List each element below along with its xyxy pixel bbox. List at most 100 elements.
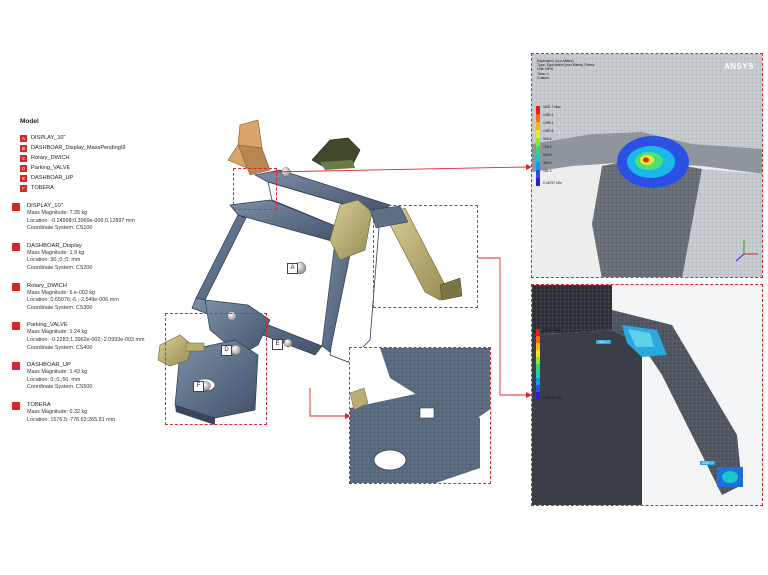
legend-key: C bbox=[20, 154, 27, 162]
highlight-box-column bbox=[165, 313, 267, 425]
scale-label: 906.5 bbox=[543, 137, 552, 141]
result-unit: Unit: MPa bbox=[537, 67, 553, 72]
point-mass-cs: Coordinate System: CS500 bbox=[27, 384, 93, 391]
legend-item-tobera[interactable]: F TOBERA bbox=[20, 183, 126, 193]
point-mass-dashboard-up[interactable]: DASHBOAR_UP Mass Magnitude: 1.43 kg Loca… bbox=[10, 361, 160, 392]
axis-triad bbox=[735, 240, 758, 262]
scale-label: 1450.4 bbox=[543, 113, 554, 117]
point-mass-rotary[interactable]: Rotary_DWICH Mass Magnitude: 6.e-002 kg … bbox=[10, 282, 160, 313]
point-mass-parking-valve[interactable]: Parking_VALVE Mass Magnitude: 1.24 kg Lo… bbox=[10, 321, 160, 352]
point-mass-name: DASHBOAR_Display bbox=[27, 242, 82, 249]
scale-label: 181.3 bbox=[543, 169, 552, 173]
scale-min-label: 0.46757 Min bbox=[543, 396, 562, 400]
point-mass-magnitude: Mass Magnitude: 7.35 kg bbox=[27, 210, 88, 216]
stress-inset-bottom: 1631.7 Max 0.46757 Min 1631.7 1452.3 bbox=[531, 284, 763, 506]
point-label-e[interactable]: E bbox=[272, 339, 283, 350]
result-time: Time: 1 bbox=[537, 71, 549, 76]
legend-label: DASHBOAR_UP bbox=[31, 175, 74, 181]
point-mass-icon bbox=[12, 322, 20, 331]
connector-arrowheads bbox=[345, 164, 532, 419]
result-title: Equivalent (von-Mises) bbox=[537, 59, 574, 63]
point-mass-name: TOBERA bbox=[27, 401, 51, 408]
zoom-inset-column bbox=[349, 347, 491, 484]
legend-label: Rotary_DWICH bbox=[31, 155, 70, 161]
legend-key: D bbox=[20, 164, 27, 172]
point-mass-cs: Coordinate System: CS100 bbox=[27, 225, 93, 232]
probe-tag-2: 1452.3 bbox=[700, 461, 715, 465]
column-mesh-view bbox=[350, 348, 490, 483]
legend-key: E bbox=[20, 174, 27, 182]
point-mass-icon bbox=[12, 203, 20, 211]
scale-label: 1269.1 bbox=[543, 121, 554, 125]
scale-label: 725.2 bbox=[543, 145, 552, 149]
legend-label: Parking_VALVE bbox=[31, 165, 71, 171]
point-mass-magnitude: Mass Magnitude: 1.24 kg bbox=[27, 329, 88, 336]
legend-item-dashboard-display[interactable]: B DASHBOAR_Display_MassPending\9 bbox=[20, 143, 126, 153]
legend-label: DISPLAY_10" bbox=[31, 135, 66, 141]
highlight-box-right bbox=[373, 205, 478, 308]
point-mass-icon bbox=[12, 362, 20, 371]
point-mass-icon bbox=[12, 242, 20, 251]
result-header: Equivalent (von-Mises) Type: Equivalent … bbox=[537, 59, 595, 80]
stress-contour-bottom bbox=[532, 285, 762, 505]
point-mass-magnitude: Mass Magnitude: 1.43 kg bbox=[27, 369, 88, 376]
point-mass-list: DISPLAY_10" Mass Magnitude: 7.35 kg Loca… bbox=[10, 202, 160, 433]
legend-item-display[interactable]: A DISPLAY_10" bbox=[20, 133, 126, 143]
point-mass-icon bbox=[12, 282, 20, 291]
point-mass-name: Parking_VALVE bbox=[27, 322, 68, 329]
model-title: Model bbox=[20, 118, 39, 125]
ansys-logo: ANSYS bbox=[723, 62, 754, 71]
point-mass-dashboard-display[interactable]: DASHBOAR_Display Mass Magnitude: 1.9 kg … bbox=[10, 242, 160, 273]
parking-valve bbox=[157, 334, 205, 367]
point-label-a[interactable]: A bbox=[287, 263, 298, 274]
point-label-d[interactable]: D bbox=[221, 345, 232, 356]
stress-contour-top bbox=[532, 54, 762, 277]
point-mass-location: Location: 0.;0.;50. mm bbox=[27, 376, 81, 383]
scale-min-label: 0.46757 Min bbox=[543, 181, 562, 185]
scale-max-label: 1631.7 Max bbox=[543, 105, 561, 109]
point-mass-display[interactable]: DISPLAY_10" Mass Magnitude: 7.35 kg Loca… bbox=[10, 202, 160, 233]
scale-label: 362.6 bbox=[543, 161, 552, 165]
display-bracket bbox=[227, 119, 271, 176]
point-mass-name: Rotary_DWICH bbox=[27, 282, 67, 289]
legend-key: B bbox=[20, 144, 27, 152]
point-mass-magnitude: Mass Magnitude: 0.32 kg bbox=[27, 408, 88, 415]
point-label-f[interactable]: F bbox=[193, 381, 204, 392]
right-tan-bracket bbox=[329, 199, 463, 301]
highlight-box-top bbox=[233, 168, 277, 210]
dashboard-up-bracket bbox=[311, 137, 361, 170]
scale-label: 543.9 bbox=[543, 153, 552, 157]
probe-tag-1: 1631.7 bbox=[596, 340, 611, 344]
point-mass-tobera[interactable]: TOBERA Mass Magnitude: 0.32 kg Location:… bbox=[10, 401, 160, 424]
point-mass-magnitude: Mass Magnitude: 6.e-002 kg bbox=[27, 289, 96, 296]
legend-label: TOBERA bbox=[31, 185, 54, 191]
result-custom: Custom bbox=[537, 75, 550, 80]
point-mass-icon bbox=[12, 401, 20, 410]
point-mass-location: Location: 1576.5;-776.63;265.81 mm bbox=[27, 416, 116, 423]
legend-key: F bbox=[20, 184, 27, 192]
point-mass-name: DASHBOAR_UP bbox=[27, 362, 71, 369]
point-mass-location: Location: -0.2283;1.3962e-002;-2.0993e-0… bbox=[27, 336, 145, 343]
result-type: Type: Equivalent (von-Mises) Stress bbox=[537, 63, 595, 68]
stress-color-scale bbox=[536, 106, 540, 186]
point-mass-cs: Coordinate System: CS300 bbox=[27, 304, 93, 311]
stress-color-scale-bottom bbox=[536, 329, 540, 399]
point-mass-location: Location: -0.24998;0.3969e-006;0.12897 m… bbox=[27, 217, 135, 224]
scale-max-label: 1631.7 Max bbox=[543, 328, 561, 332]
point-mass-cs: Coordinate System: CS400 bbox=[27, 344, 93, 351]
point-mass-name: DISPLAY_10" bbox=[27, 203, 63, 209]
point-mass-location: Location: 0.65076;-6.;-2.549e-006 mm bbox=[27, 297, 119, 304]
legend-item-dashboard-up[interactable]: E DASHBOAR_UP bbox=[20, 173, 126, 183]
callout-connectors bbox=[269, 166, 527, 417]
legend-item-rotary[interactable]: C Rotary_DWICH bbox=[20, 153, 126, 163]
point-mass-location: Location: 30.;0.;0. mm bbox=[27, 257, 81, 264]
point-mass-cs: Coordinate System: CS200 bbox=[27, 264, 93, 271]
legend-item-parking-valve[interactable]: D Parking_VALVE bbox=[20, 163, 126, 173]
model-legend: A DISPLAY_10" B DASHBOAR_Display_MassPendi… bbox=[20, 133, 126, 193]
point-mass-magnitude: Mass Magnitude: 1.9 kg bbox=[27, 249, 85, 256]
stress-inset-top: ANSYS Equivalent (von-Mises) Type: Equiv… bbox=[531, 53, 763, 278]
legend-label: DASHBOAR_Display_MassPending\9 bbox=[31, 145, 126, 151]
legend-key: A bbox=[20, 134, 27, 142]
scale-label: 1087.8 bbox=[543, 129, 554, 133]
